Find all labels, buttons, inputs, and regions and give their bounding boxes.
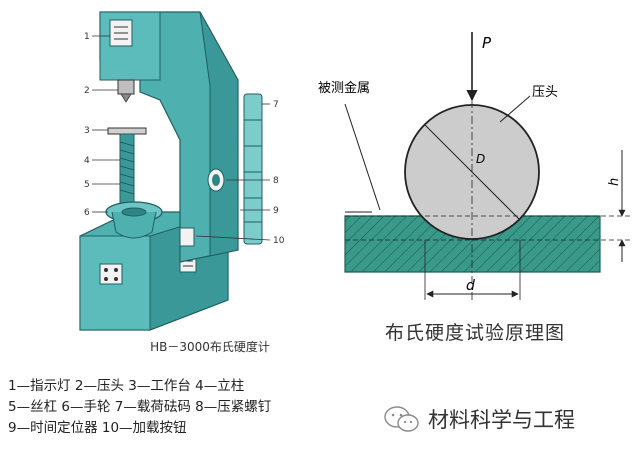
callout-7: 7 <box>273 100 279 110</box>
force-label: P <box>482 34 492 52</box>
indenter-label: 压头 <box>532 85 558 100</box>
callout-numbers: 1 2 3 4 5 6 7 8 9 10 <box>84 32 285 246</box>
parts-legend: 1—指示灯 2—压头 3—工作台 4—立柱 5—丝杠 6—手轮 7—载荷砝码 8… <box>8 376 271 439</box>
legend-line: 5—丝杠 6—手轮 7—载荷砝码 8—压紧螺钉 <box>8 399 272 415</box>
indenter-tip <box>120 93 132 103</box>
base-button <box>114 268 118 272</box>
worktable-top <box>107 127 147 135</box>
callout-3: 3 <box>84 126 90 136</box>
callout-2: 2 <box>84 86 90 96</box>
callout-9: 9 <box>273 206 279 216</box>
legend-line: 9—时间定位器 10—加载按钮 <box>8 420 187 436</box>
ball-diameter-label: D <box>476 152 485 166</box>
callout-4: 4 <box>84 156 90 166</box>
callout-8: 8 <box>273 176 279 186</box>
time-setting-panel <box>179 227 195 247</box>
handwheel-hub <box>121 207 147 217</box>
depth-label: h <box>607 178 622 186</box>
screw-threads <box>119 141 135 195</box>
watermark: 材料科学与工程 <box>382 404 575 434</box>
tester-caption: HB－3000布氏硬度计 <box>150 340 270 354</box>
callout-5: 5 <box>84 180 90 190</box>
brinell-principle-diagram: P 压头 D 被测金属 h d <box>318 32 632 300</box>
base-button <box>104 277 108 281</box>
clamp-screw-inner <box>212 174 220 186</box>
base-button-panel <box>99 263 123 285</box>
load-weights <box>243 93 263 245</box>
callout-10: 10 <box>273 236 285 246</box>
handwheel-body <box>111 211 157 239</box>
callout-1: 1 <box>84 32 90 42</box>
watermark-text: 材料科学与工程 <box>428 408 575 432</box>
indent-diameter-label: d <box>466 278 475 294</box>
principle-caption: 布氏硬度试验原理图 <box>384 322 565 344</box>
callout-leaders <box>92 35 271 241</box>
legend-line: 1—指示灯 2—压头 3—工作台 4—立柱 <box>8 378 245 394</box>
hardness-tester-illustration <box>79 11 271 331</box>
machine-column-side <box>199 11 239 257</box>
material-label: 被测金属 <box>318 80 370 96</box>
callout-6: 6 <box>84 208 90 218</box>
base-button <box>114 277 118 281</box>
wechat-icon <box>384 406 419 432</box>
indenter-holder <box>117 79 135 95</box>
base-button <box>104 268 108 272</box>
